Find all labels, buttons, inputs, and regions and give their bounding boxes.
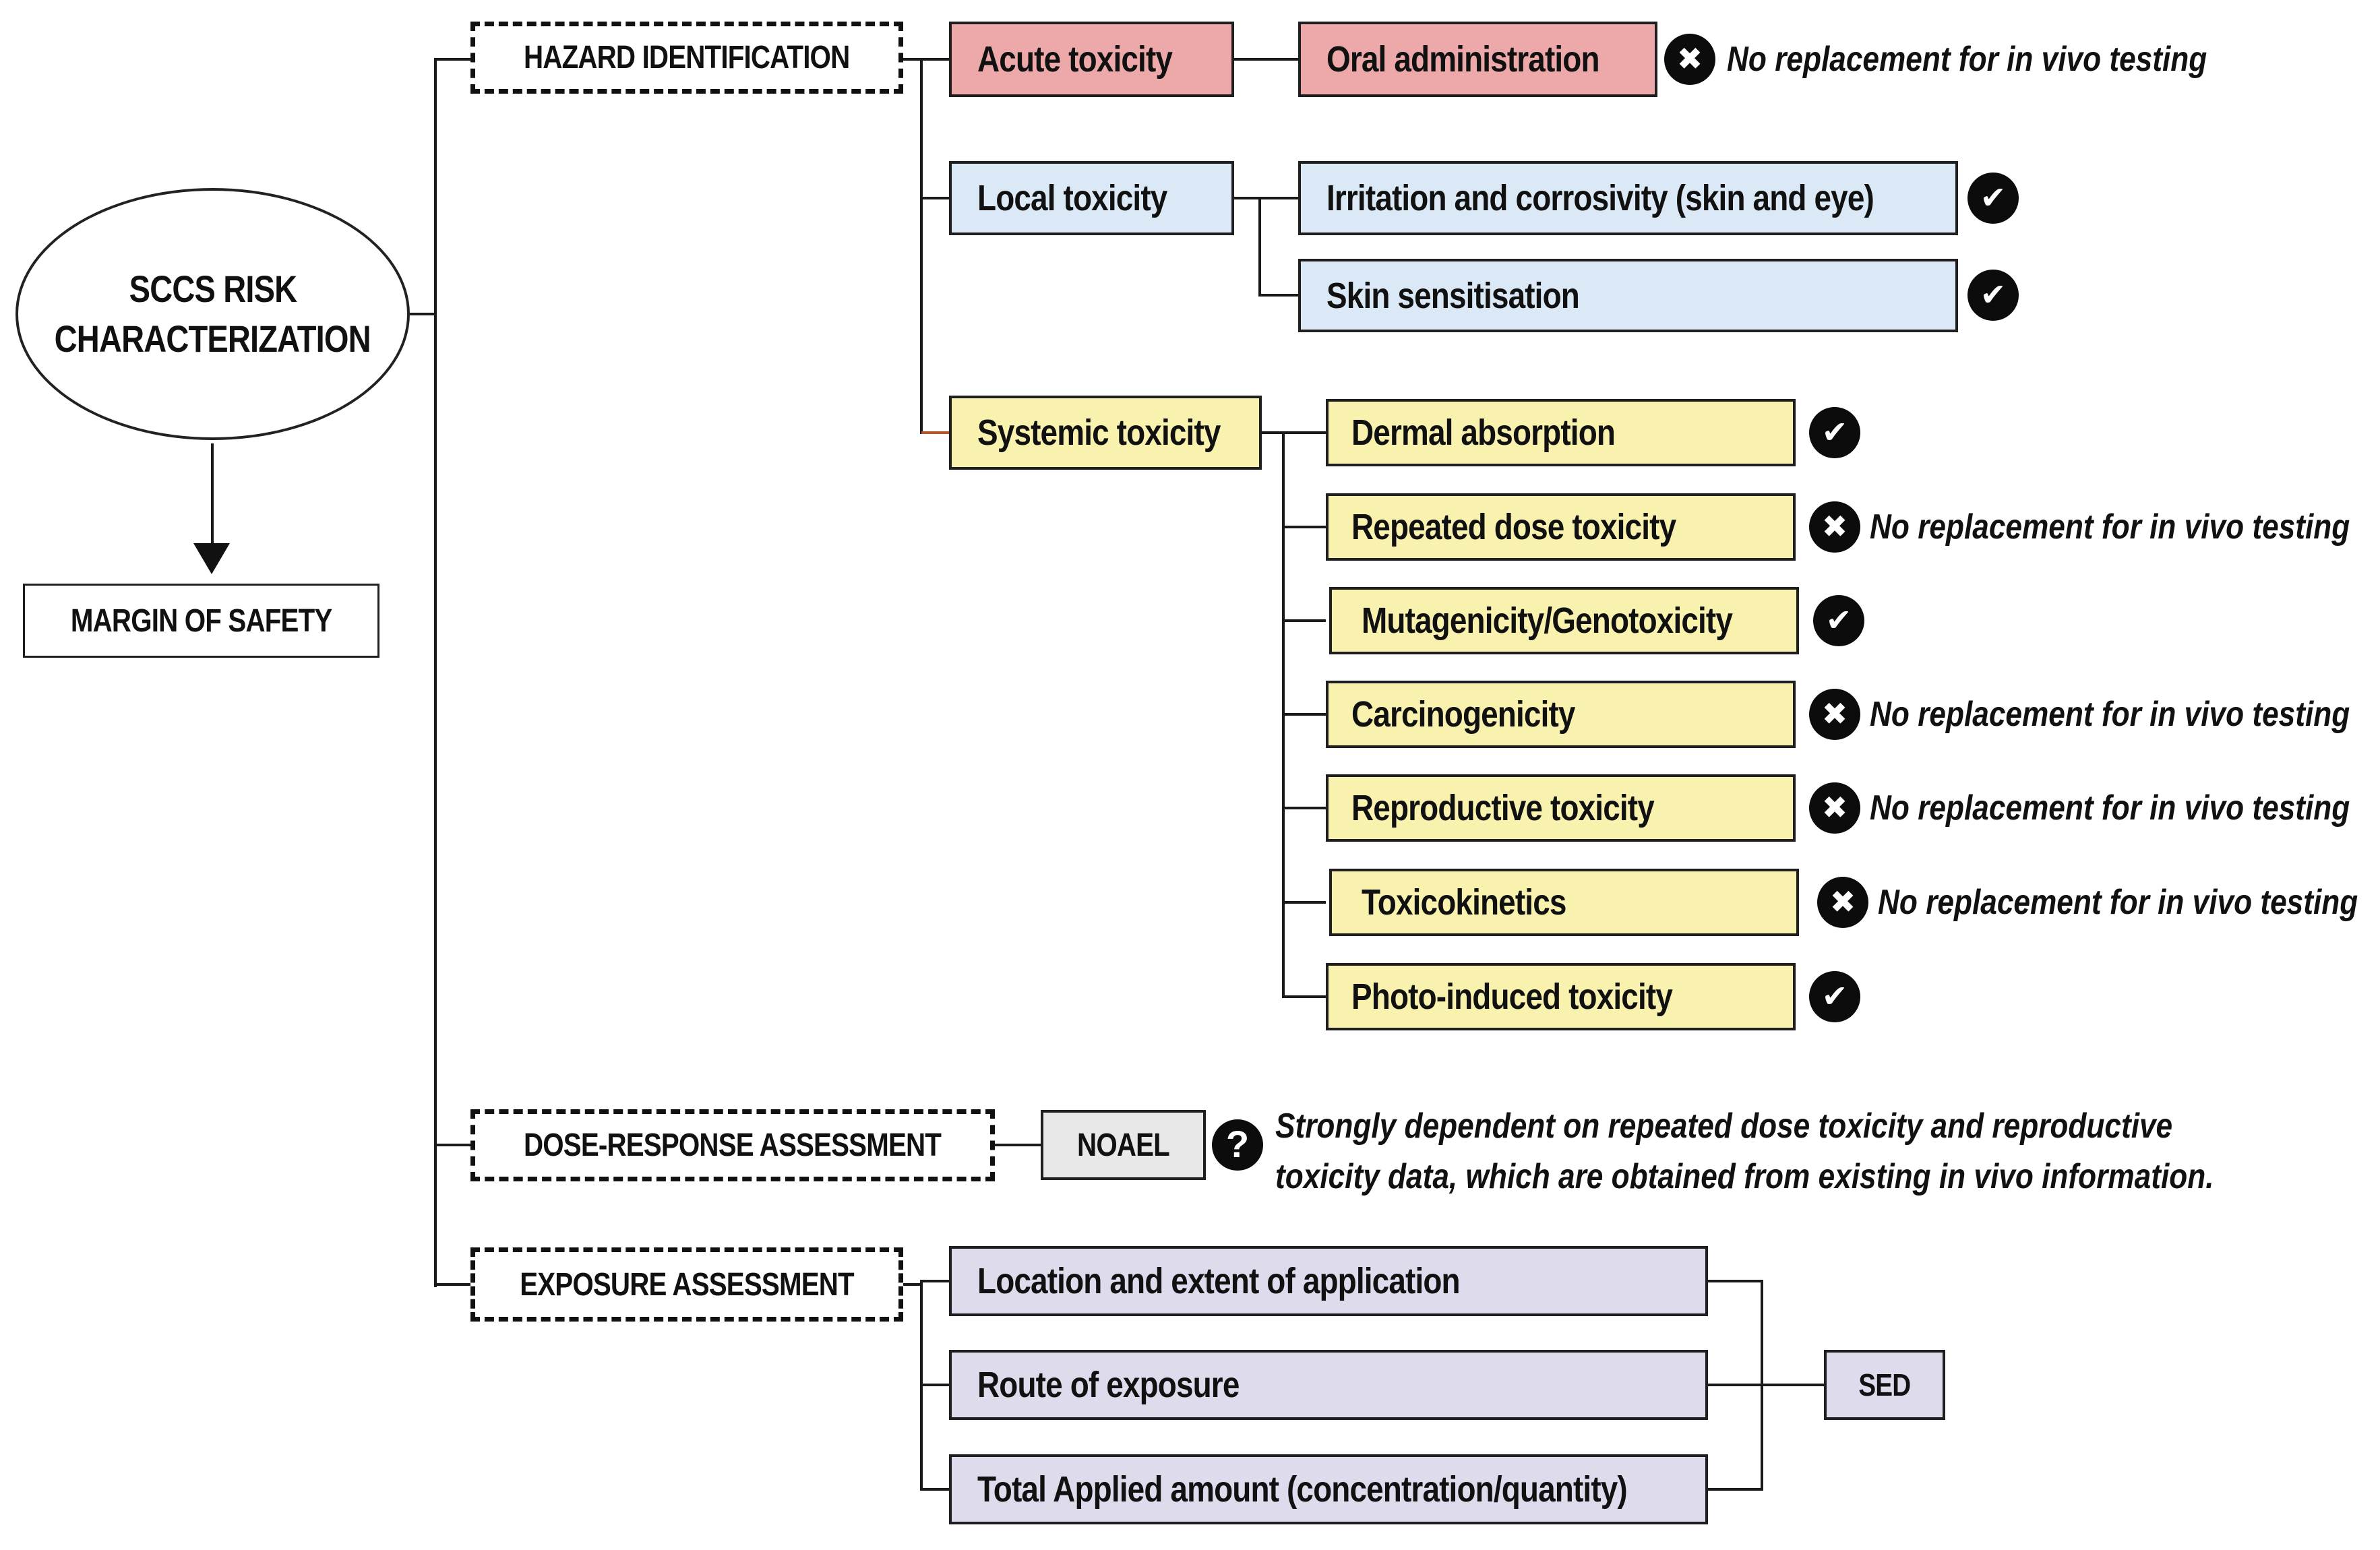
connector-line xyxy=(435,1144,470,1146)
connector-line xyxy=(435,1283,470,1286)
route-of-exposure-box: Route of exposure xyxy=(949,1350,1708,1420)
skin-sensitisation-box: Skin sensitisation xyxy=(1298,259,1958,332)
root-title-line1: SCCS RISK xyxy=(129,268,297,310)
connector-line xyxy=(921,197,949,199)
connector-line xyxy=(1283,995,1326,998)
connector-line xyxy=(1708,1488,1762,1491)
dose-response-assessment-box: DOSE-RESPONSE ASSESSMENT xyxy=(470,1109,995,1181)
connector-line xyxy=(435,58,470,61)
dose-response-assessment-label: DOSE-RESPONSE ASSESSMENT xyxy=(524,1127,942,1163)
hazard-identification-box: HAZARD IDENTIFICATION xyxy=(470,22,903,94)
connector-line xyxy=(1283,619,1326,622)
root-ellipse: SCCS RISK CHARACTERIZATION xyxy=(16,188,410,440)
connector-line xyxy=(921,1280,949,1282)
connector-line xyxy=(1708,1280,1762,1282)
exposure-assessment-box: EXPOSURE ASSESSMENT xyxy=(470,1247,903,1322)
no-replacement-note: No replacement for in vivo testing xyxy=(1727,40,2207,79)
connector-line xyxy=(995,1144,1041,1146)
oral-administration-box: Oral administration xyxy=(1298,22,1657,97)
margin-of-safety-label: MARGIN OF SAFETY xyxy=(70,602,332,639)
check-icon: ✔ xyxy=(1809,407,1860,458)
connector-line xyxy=(1258,197,1261,297)
arrow-down-icon xyxy=(193,543,230,574)
connector-line xyxy=(1762,1384,1824,1386)
connector-line xyxy=(921,58,949,61)
check-icon: ✔ xyxy=(1809,971,1860,1022)
connector-line xyxy=(1283,807,1326,809)
connector-line xyxy=(1708,1384,1762,1386)
connector-line xyxy=(1283,713,1326,716)
toxicokinetics-box: Toxicokinetics xyxy=(1329,869,1799,936)
check-icon: ✔ xyxy=(1967,173,2019,224)
skin-sensitisation-label: Skin sensitisation xyxy=(1326,275,1580,316)
noael-box: NOAEL xyxy=(1041,1110,1206,1180)
local-toxicity-label: Local toxicity xyxy=(977,178,1167,218)
systemic-toxicity-label: Systemic toxicity xyxy=(977,412,1221,453)
mutagenicity-genotoxicity-box: Mutagenicity/Genotoxicity xyxy=(1329,587,1799,654)
acute-toxicity-label: Acute toxicity xyxy=(977,39,1173,80)
connector-line xyxy=(1283,526,1326,528)
irritation-corrosivity-label: Irritation and corrosivity (skin and eye… xyxy=(1326,178,1874,218)
no-replacement-note: No replacement for in vivo testing xyxy=(1878,883,2358,922)
connector-line xyxy=(1260,294,1298,297)
arrow-shaft xyxy=(211,443,214,548)
check-icon: ✔ xyxy=(1967,270,2019,321)
margin-of-safety-box: MARGIN OF SAFETY xyxy=(23,584,379,658)
connector-line xyxy=(920,58,923,434)
connector-line xyxy=(1262,431,1283,434)
cross-icon: ✖ xyxy=(1664,34,1715,85)
check-icon: ✔ xyxy=(1813,595,1864,646)
connector-line xyxy=(1283,431,1326,434)
connector-line xyxy=(921,431,949,434)
irritation-corrosivity-box: Irritation and corrosivity (skin and eye… xyxy=(1298,161,1958,235)
connector-line xyxy=(1234,197,1260,199)
connector-line xyxy=(903,58,921,61)
cross-icon: ✖ xyxy=(1809,782,1860,834)
exposure-assessment-label: EXPOSURE ASSESSMENT xyxy=(520,1266,854,1303)
hazard-identification-label: HAZARD IDENTIFICATION xyxy=(524,40,850,75)
repeated-dose-toxicity-box: Repeated dose toxicity xyxy=(1326,493,1796,561)
connector-line xyxy=(1234,58,1298,61)
photo-induced-toxicity-box: Photo-induced toxicity xyxy=(1326,963,1796,1030)
location-extent-box: Location and extent of application xyxy=(949,1246,1708,1316)
noael-note: Strongly dependent on repeated dose toxi… xyxy=(1275,1107,2214,1196)
acute-toxicity-box: Acute toxicity xyxy=(949,22,1234,97)
carcinogenicity-box: Carcinogenicity xyxy=(1326,681,1796,748)
connector-line xyxy=(903,1283,921,1286)
oral-administration-label: Oral administration xyxy=(1326,39,1600,80)
connector-line xyxy=(1260,197,1298,199)
question-icon: ? xyxy=(1212,1119,1263,1171)
connector-line xyxy=(410,313,435,315)
connector-line xyxy=(921,1488,949,1491)
connector-line xyxy=(434,58,437,1287)
local-toxicity-box: Local toxicity xyxy=(949,161,1234,235)
systemic-toxicity-box: Systemic toxicity xyxy=(949,396,1262,470)
sed-label: SED xyxy=(1858,1367,1912,1402)
no-replacement-note: No replacement for in vivo testing xyxy=(1870,788,2350,828)
reproductive-toxicity-box: Reproductive toxicity xyxy=(1326,774,1796,842)
dermal-absorption-box: Dermal absorption xyxy=(1326,399,1796,466)
no-replacement-note: No replacement for in vivo testing xyxy=(1870,695,2350,734)
cross-icon: ✖ xyxy=(1809,689,1860,740)
cross-icon: ✖ xyxy=(1817,877,1868,928)
no-replacement-note: No replacement for in vivo testing xyxy=(1870,507,2350,547)
root-title-line2: CHARACTERIZATION xyxy=(54,317,371,360)
total-applied-amount-box: Total Applied amount (concentration/quan… xyxy=(949,1454,1708,1524)
noael-label: NOAEL xyxy=(1077,1127,1170,1163)
connector-line xyxy=(921,1384,949,1386)
sed-box: SED xyxy=(1824,1350,1945,1420)
connector-line xyxy=(1283,901,1326,904)
cross-icon: ✖ xyxy=(1809,501,1860,553)
